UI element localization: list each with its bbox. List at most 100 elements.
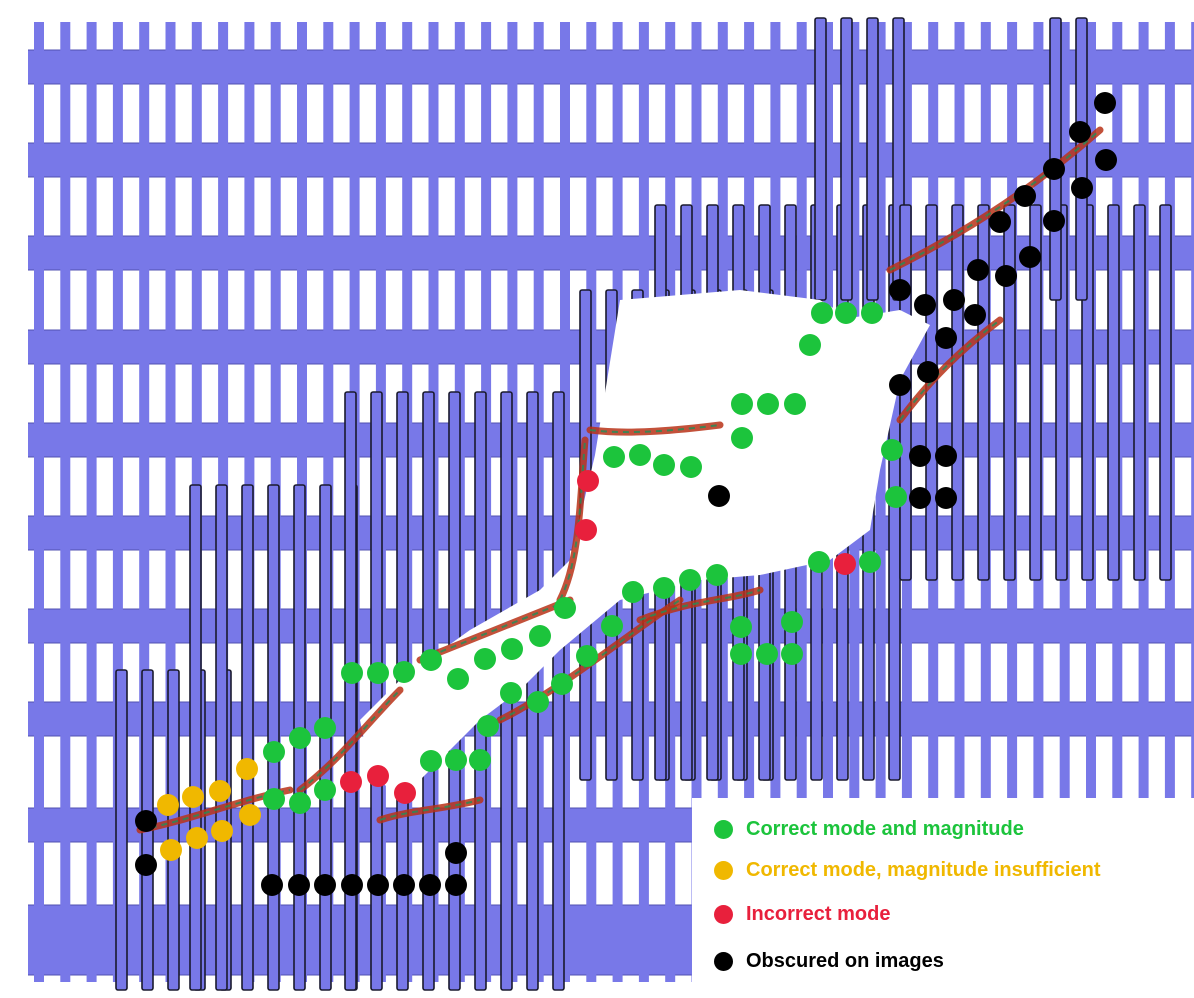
background-stud bbox=[34, 22, 44, 982]
correct-marker bbox=[447, 668, 469, 690]
correct-marker bbox=[314, 717, 336, 739]
vertical-column bbox=[344, 391, 357, 991]
vertical-column bbox=[267, 484, 280, 991]
correct-marker bbox=[799, 334, 821, 356]
correct-marker bbox=[420, 649, 442, 671]
correct-marker bbox=[730, 616, 752, 638]
correct-marker bbox=[314, 779, 336, 801]
obscured-marker bbox=[1019, 246, 1041, 268]
insufficient-marker bbox=[239, 804, 261, 826]
obscured-marker bbox=[341, 874, 363, 896]
obscured-marker bbox=[909, 445, 931, 467]
obscured-marker bbox=[708, 485, 730, 507]
legend-label-correct: Correct mode and magnitude bbox=[746, 817, 1024, 840]
obscured-marker bbox=[445, 842, 467, 864]
correct-marker bbox=[756, 643, 778, 665]
vertical-column bbox=[526, 391, 539, 991]
obscured-marker bbox=[367, 874, 389, 896]
correct-marker bbox=[881, 439, 903, 461]
correct-marker bbox=[341, 662, 363, 684]
vertical-column bbox=[215, 484, 228, 991]
correct-marker bbox=[554, 597, 576, 619]
vertical-column bbox=[840, 17, 853, 301]
incorrect-marker bbox=[577, 470, 599, 492]
vertical-column bbox=[241, 484, 254, 991]
correct-marker bbox=[367, 662, 389, 684]
insufficient-marker bbox=[211, 820, 233, 842]
vertical-column bbox=[1159, 204, 1172, 581]
vertical-column bbox=[925, 204, 938, 581]
correct-marker bbox=[706, 564, 728, 586]
obscured-marker bbox=[1043, 210, 1065, 232]
correct-marker bbox=[784, 393, 806, 415]
obscured-marker bbox=[1095, 149, 1117, 171]
background-stud bbox=[1191, 22, 1194, 982]
correct-marker bbox=[477, 715, 499, 737]
correct-marker bbox=[629, 444, 651, 466]
damage-contour bbox=[299, 689, 401, 791]
legend-item-incorrect: Incorrect mode bbox=[714, 899, 890, 929]
correct-marker bbox=[601, 615, 623, 637]
background-stud bbox=[112, 22, 123, 982]
obscured-marker bbox=[964, 304, 986, 326]
insufficient-marker bbox=[186, 827, 208, 849]
obscured-marker bbox=[1014, 185, 1036, 207]
red-dot-icon bbox=[714, 904, 733, 924]
correct-marker bbox=[603, 446, 625, 468]
correct-marker bbox=[500, 682, 522, 704]
vertical-column bbox=[1107, 204, 1120, 581]
correct-marker bbox=[393, 661, 415, 683]
obscured-marker bbox=[419, 874, 441, 896]
correct-marker bbox=[622, 581, 644, 603]
obscured-marker bbox=[1094, 92, 1116, 114]
correct-marker bbox=[730, 643, 752, 665]
correct-marker bbox=[576, 645, 598, 667]
obscured-marker bbox=[1071, 177, 1093, 199]
obscured-marker bbox=[917, 361, 939, 383]
vertical-column bbox=[115, 669, 128, 991]
correct-marker bbox=[263, 788, 285, 810]
legend-label-obscured: Obscured on images bbox=[746, 949, 944, 972]
damage-contour bbox=[379, 799, 481, 821]
correct-marker bbox=[289, 792, 311, 814]
correct-marker bbox=[731, 427, 753, 449]
obscured-marker bbox=[909, 487, 931, 509]
obscured-marker bbox=[135, 854, 157, 876]
correct-marker bbox=[679, 569, 701, 591]
damage-contour bbox=[889, 129, 1101, 271]
obscured-marker bbox=[889, 279, 911, 301]
vertical-column bbox=[1075, 17, 1088, 301]
background-stud bbox=[139, 22, 150, 982]
insufficient-marker bbox=[157, 794, 179, 816]
vertical-column bbox=[951, 204, 964, 581]
damage-contour bbox=[559, 439, 586, 601]
correct-marker bbox=[861, 302, 883, 324]
obscured-marker bbox=[393, 874, 415, 896]
failure-void-main bbox=[360, 290, 930, 800]
obscured-marker bbox=[1069, 121, 1091, 143]
obscured-marker bbox=[943, 289, 965, 311]
vertical-column bbox=[1029, 204, 1042, 581]
vertical-column bbox=[866, 17, 879, 301]
legend-item-correct: Correct mode and magnitude bbox=[714, 814, 1024, 844]
correct-marker bbox=[289, 727, 311, 749]
correct-marker bbox=[781, 611, 803, 633]
correct-marker bbox=[501, 638, 523, 660]
obscured-marker bbox=[967, 259, 989, 281]
obscured-marker bbox=[445, 874, 467, 896]
vertical-column bbox=[1003, 204, 1016, 581]
obscured-marker bbox=[935, 327, 957, 349]
obscured-marker bbox=[1043, 158, 1065, 180]
background-stud bbox=[560, 22, 570, 982]
obscured-marker bbox=[889, 374, 911, 396]
correct-marker bbox=[757, 393, 779, 415]
correct-marker bbox=[527, 691, 549, 713]
incorrect-marker bbox=[575, 519, 597, 541]
obscured-marker bbox=[995, 265, 1017, 287]
obscured-marker bbox=[914, 294, 936, 316]
obscured-marker bbox=[989, 211, 1011, 233]
correct-marker bbox=[811, 302, 833, 324]
insufficient-marker bbox=[182, 786, 204, 808]
obscured-marker bbox=[314, 874, 336, 896]
